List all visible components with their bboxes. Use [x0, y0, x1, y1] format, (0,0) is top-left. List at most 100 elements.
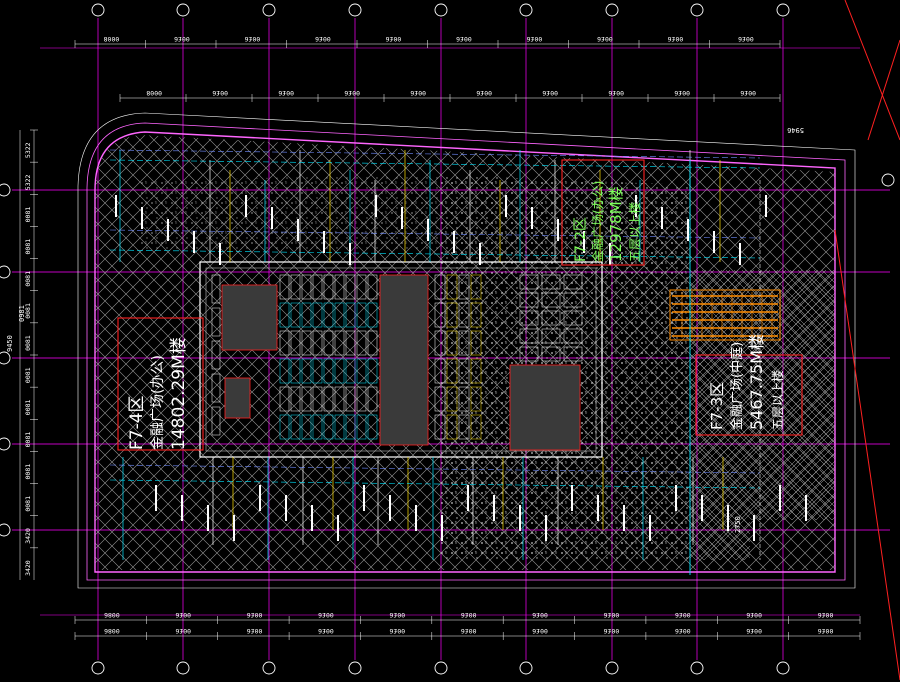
zone-label-left: F7-4区 金融广场(办公) 14802.29M楼 — [127, 337, 189, 450]
dim-top-label: 0008 — [104, 35, 120, 43]
room-cell — [334, 302, 345, 328]
site-boundary — [77, 112, 856, 589]
pipe-network — [109, 149, 807, 575]
dimension-extra-labels: 5946 2750 9450 0981 — [6, 126, 804, 533]
annotation-mark — [155, 485, 157, 511]
annotation-mark — [349, 243, 351, 265]
room-cell — [323, 274, 334, 300]
room-cell — [323, 414, 334, 440]
dim-left-label: 3420 — [24, 528, 32, 544]
zone-left-use: 金融广场(办公) — [150, 355, 166, 450]
dim-left-label: 0081 — [24, 496, 32, 512]
room-cell — [356, 358, 367, 384]
axis-bubble-left — [0, 437, 11, 451]
room-cell — [446, 302, 458, 328]
room-cell — [367, 358, 378, 384]
dim-top-inner-label: 00£6 — [476, 89, 492, 97]
annotation-mark — [193, 231, 195, 253]
room-cell — [470, 386, 482, 412]
room-cell — [279, 274, 290, 300]
zone-label-right: F7-3区 金融广场(中庭) 5467.75M楼 五层以上楼 — [708, 334, 785, 430]
annotation-mark — [675, 485, 677, 511]
axis-bubble-top — [91, 3, 105, 17]
dim-top-inner-label: 00£6 — [344, 89, 360, 97]
building-outline — [199, 261, 603, 458]
room-cell — [356, 274, 367, 300]
dim-top-label: 00£6 — [245, 35, 261, 43]
dim-bottom-label: 00£6 — [603, 611, 619, 619]
room-cell — [367, 386, 378, 412]
room-cell — [367, 330, 378, 356]
axis-bubble-top — [348, 3, 362, 17]
room-cell — [434, 386, 446, 412]
annotation-mark — [467, 485, 469, 511]
room-cell — [446, 274, 458, 300]
annotation-mark — [687, 219, 689, 241]
annotation-mark — [401, 207, 403, 229]
room-cell — [367, 302, 378, 328]
axis-bubble-bottom — [348, 661, 362, 675]
dim-bottom-outer-label: 0086 — [104, 627, 120, 635]
axis-bubble-bottom — [434, 661, 448, 675]
annotation-mark — [531, 207, 533, 229]
room-cell — [563, 274, 583, 290]
room-cell — [345, 414, 356, 440]
room-cell — [290, 414, 301, 440]
zone-left-area: 14802.29M楼 — [169, 337, 189, 450]
axis-bubble-bottom — [262, 661, 276, 675]
dim-bottom-label: 00£6 — [247, 611, 263, 619]
annotation-mark — [441, 515, 443, 541]
axis-bubble-left — [0, 265, 11, 279]
annotation-mark — [571, 485, 573, 511]
room-cell — [519, 274, 539, 290]
room-cell — [290, 358, 301, 384]
room-cell — [470, 414, 482, 440]
room-cell — [519, 328, 539, 344]
dim-left-label: 0081 — [24, 207, 32, 223]
room-cell — [211, 340, 221, 370]
dim-top-inner-label: 0008 — [146, 89, 162, 97]
site-hatch-area — [95, 135, 835, 570]
annotation-mark — [207, 505, 209, 531]
dim-top-label: 00£6 — [527, 35, 543, 43]
room-cell — [541, 310, 561, 326]
room-cell — [367, 414, 378, 440]
annotation-mark — [323, 231, 325, 253]
annotation-mark — [167, 219, 169, 241]
dim-top-label: 00£6 — [174, 35, 190, 43]
room-cell — [312, 386, 323, 412]
road-lines — [834, 0, 900, 681]
axis-bubble-bottom — [176, 661, 190, 675]
dim-top-inner-label: 00£6 — [542, 89, 558, 97]
annotation-mark — [609, 243, 611, 265]
zone-top-use: 金融广场(办公) — [590, 181, 605, 262]
zone-right-use: 金融广场(中庭) — [729, 342, 745, 430]
room-cell — [345, 330, 356, 356]
axis-bubble-left — [0, 523, 11, 537]
annotation-mark — [557, 219, 559, 241]
dim-top-inner-label: 00£6 — [212, 89, 228, 97]
dim-bottom-outer-label: 00£6 — [175, 627, 191, 635]
room-cell — [345, 274, 356, 300]
annotation-mark — [479, 243, 481, 265]
room-cell — [301, 274, 312, 300]
room-cell — [458, 330, 470, 356]
dim-bottom-outer-label: 00£6 — [389, 627, 405, 635]
zone-frames — [117, 159, 803, 451]
annotation-mark — [453, 231, 455, 253]
zone-top-title: F7-2区 — [573, 217, 589, 262]
dim-left-mid: 0981 — [18, 305, 26, 322]
room-cell — [323, 330, 334, 356]
dim-left-label: 0081 — [24, 367, 32, 383]
pipe-horizontal — [109, 479, 761, 489]
dim-left-label: 0081 — [24, 464, 32, 480]
annotation-mark — [245, 195, 247, 217]
axis-bubble-top — [176, 3, 190, 17]
dim-bottom-label: 00£6 — [461, 611, 477, 619]
room-cell — [563, 292, 583, 308]
dim-left-label: 0081 — [24, 399, 32, 415]
room-cell — [290, 302, 301, 328]
room-cell — [446, 330, 458, 356]
room-cell — [470, 330, 482, 356]
